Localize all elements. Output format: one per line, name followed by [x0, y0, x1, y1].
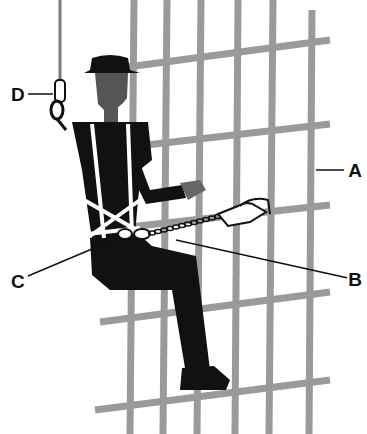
- rebar-hook-gate: [240, 199, 270, 214]
- harness-strap: [128, 124, 132, 234]
- callout-letter: A: [347, 161, 363, 180]
- snap-hook: [134, 229, 150, 239]
- hard-hat: [84, 55, 140, 73]
- rebar-vertical: [269, 0, 273, 434]
- leader-line: [316, 169, 344, 171]
- callout-letter: D: [10, 85, 26, 104]
- head: [95, 73, 128, 110]
- neck: [104, 106, 118, 122]
- chain: [149, 215, 222, 236]
- harness: [84, 124, 140, 238]
- rebar-vertical: [309, 10, 312, 434]
- positioning-lanyard: [118, 199, 270, 239]
- rebar-horizontal: [120, 40, 330, 68]
- leader-line: [28, 238, 118, 276]
- lifeline: [51, 0, 66, 130]
- leader-line: [176, 240, 348, 278]
- rope-grab: [55, 80, 65, 102]
- harness-strap: [92, 124, 104, 238]
- leader-lines: [28, 94, 348, 278]
- lifeline-rope: [59, 0, 62, 82]
- rebar-horizontal: [100, 292, 330, 322]
- lanyard-strap: [57, 119, 66, 130]
- rebar-grid: [95, 0, 330, 434]
- d-ring: [118, 229, 132, 239]
- worker: [72, 55, 230, 390]
- boot: [180, 366, 230, 390]
- legs: [90, 232, 210, 374]
- callout-letter: B: [347, 270, 363, 289]
- rebar-hook: [218, 203, 266, 226]
- rebar-horizontal: [120, 124, 330, 148]
- snap-hook: [51, 101, 63, 119]
- callout-letter: C: [10, 272, 26, 291]
- leader-line: [28, 93, 53, 95]
- hand: [180, 180, 206, 200]
- arm: [130, 158, 186, 204]
